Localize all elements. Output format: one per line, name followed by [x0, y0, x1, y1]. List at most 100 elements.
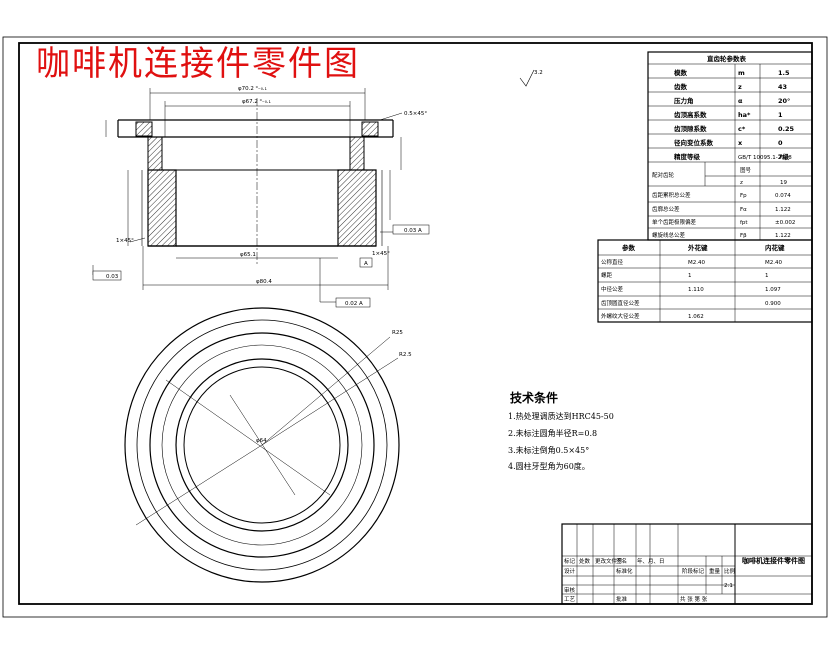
- center-dim: φ64: [256, 438, 267, 444]
- rev-h3: 签名: [616, 557, 627, 565]
- spline-cell: 公称直径: [601, 258, 624, 266]
- datum-frame: [359, 257, 373, 268]
- tb-sheets: 共 张 第 张: [680, 595, 708, 603]
- tb-stage: 阶段标记: [682, 567, 705, 575]
- dim-top2: φ67.2 ⁰₋₀.₁: [242, 98, 271, 105]
- param-symbol: GB/T 10095.1-2008: [738, 155, 792, 161]
- gdt-flatness: 0.03: [106, 274, 119, 280]
- tol-name: 齿距累积总公差: [652, 191, 691, 199]
- spline-cell: 外螺纹大径公差: [601, 312, 640, 320]
- tol-symbol: Fp: [740, 193, 747, 199]
- spline-table: [597, 239, 813, 323]
- tech-item-3: 3.未标注倒角0.5×45°: [508, 446, 590, 455]
- spline-cell: 1.110: [688, 287, 704, 293]
- tb-standard: 标准化: [616, 567, 633, 575]
- circle-r1: R25: [392, 330, 403, 336]
- tech-conditions-title: 技术条件: [510, 391, 559, 405]
- spline-cell: 1: [765, 273, 769, 279]
- mesh-symbol: 图号: [740, 166, 752, 174]
- param-name: 齿顶高系数: [674, 110, 707, 119]
- tol-symbol: Fβ: [740, 233, 747, 239]
- param-symbol: z: [738, 83, 742, 91]
- spline-cell: 0.900: [765, 301, 781, 307]
- param-name: 压力角: [674, 96, 694, 105]
- tol-value: 1.122: [775, 233, 791, 239]
- tol-value: 1.122: [775, 207, 791, 213]
- param-value: 20°: [778, 97, 790, 105]
- spline-cell: 1: [688, 273, 692, 279]
- param-value: 7级: [778, 152, 790, 161]
- param-table-rows: 模数 m 1.5 齿数 z 43 压力角 α 20° 齿顶高系数 ha* 1 齿顶隙系数 c* 0.25 径向…: [652, 68, 795, 239]
- tol-value: ±0.002: [775, 220, 795, 226]
- tb-weight: 重量: [709, 567, 721, 575]
- spline-header: 内花键: [765, 243, 785, 252]
- param-symbol: α: [738, 97, 743, 105]
- roughness-icon: [519, 69, 535, 87]
- gdt-bottom-frame: [335, 297, 371, 308]
- spline-cell: M2.40: [688, 260, 705, 266]
- chamfer-left: 1×45°: [116, 238, 134, 244]
- param-symbol: x: [738, 139, 743, 147]
- tb-scale: 比例: [724, 567, 736, 575]
- datum-label: A: [364, 261, 368, 267]
- tech-item-1: 1.热处理调质达到HRC45-50: [508, 412, 614, 421]
- roughness-value: 3.2: [534, 70, 543, 76]
- param-symbol: c*: [738, 125, 746, 133]
- tol-symbol: fpt: [740, 220, 748, 226]
- tol-name: 齿廓总公差: [652, 205, 680, 213]
- chamfer-right: 1×45°: [372, 251, 390, 257]
- tol-value: 0.074: [775, 193, 791, 199]
- param-name: 精度等级: [674, 152, 701, 161]
- mesh-value: 19: [780, 180, 787, 186]
- param-value: 0: [778, 139, 783, 147]
- tb-process: 工艺: [564, 596, 576, 603]
- tech-item-2: 2.未标注圆角半径R=0.8: [508, 429, 598, 438]
- spline-header: 外花键: [688, 243, 708, 252]
- drawing-title: 咖啡机连接件零件图: [36, 44, 360, 84]
- dim-bottom: φ65.1: [240, 252, 256, 258]
- title-block: [561, 523, 813, 605]
- tb-design: 设计: [564, 567, 576, 575]
- param-value: 1.5: [778, 69, 790, 77]
- tol-symbol: Fα: [740, 207, 747, 213]
- gdt-right: 0.03 A: [404, 228, 422, 234]
- gdt-flatness-frame: [92, 270, 122, 281]
- inner-border: [18, 42, 813, 605]
- spline-cell: 1.097: [765, 287, 781, 293]
- tol-name: 单个齿距极限偏差: [652, 218, 697, 226]
- rev-h4: 年、月、日: [637, 557, 665, 565]
- rev-h1: 处数: [579, 557, 591, 565]
- param-value: 43: [778, 83, 787, 91]
- rev-h0: 标记: [564, 557, 576, 565]
- param-name: 齿顶隙系数: [674, 124, 707, 133]
- param-name: 模数: [674, 68, 688, 77]
- dim-top: φ70.2 ⁰₋₀.₁: [238, 85, 267, 92]
- tech-item-4: 4.圆柱牙型角为60度。: [508, 462, 590, 471]
- param-value: 1: [778, 111, 783, 119]
- note-right: 0.5×45°: [404, 111, 427, 117]
- tb-scale-value: 2:1: [724, 583, 733, 589]
- param-name: 径向变位系数: [674, 138, 714, 147]
- param-symbol: m: [738, 69, 745, 77]
- spline-cell: M2.40: [765, 260, 782, 266]
- dim-bottom2: φ80.4: [256, 279, 272, 285]
- spline-cell: 中径公差: [601, 285, 624, 293]
- param-value: 0.25: [778, 125, 795, 133]
- title-block-name: 咖啡机连接件零件图: [742, 557, 805, 565]
- spline-cell: 螺距: [601, 271, 613, 279]
- gdt-right-frame: [392, 224, 430, 235]
- mesh-label: 配对齿轮: [652, 171, 675, 179]
- tb-approve: 批准: [616, 595, 628, 603]
- mesh-symbol: z: [740, 180, 743, 186]
- outer-border: [2, 36, 828, 618]
- spline-cell: 齿顶圆直径公差: [601, 299, 640, 307]
- param-name: 齿数: [674, 82, 688, 91]
- param-table-header: 直齿轮参数表: [707, 54, 747, 63]
- param-symbol: ha*: [738, 111, 751, 119]
- top-view: [124, 307, 400, 583]
- tb-review: 审核: [564, 586, 576, 594]
- rev-h2: 更改文件号: [595, 557, 623, 565]
